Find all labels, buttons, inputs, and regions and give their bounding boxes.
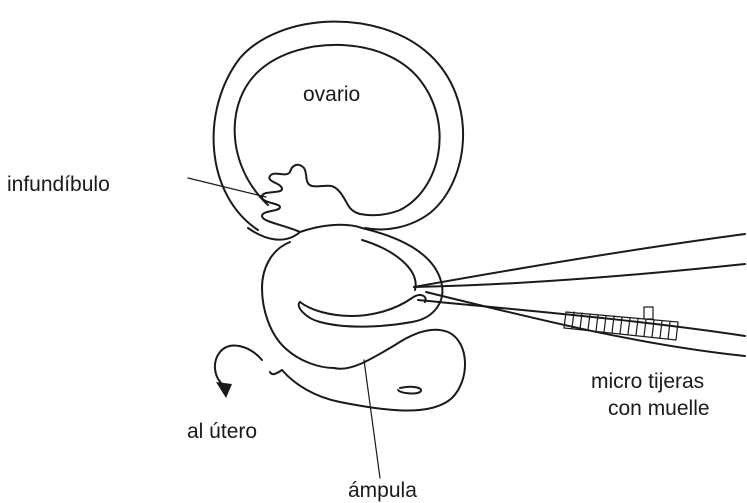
scissors-label-line1: micro tijeras — [591, 370, 704, 393]
ampulla-leader-line — [364, 360, 380, 478]
infundibulum-fimbriae — [262, 165, 360, 232]
scissors-lower-handle-2 — [426, 292, 745, 356]
ampulla-fold — [398, 387, 421, 394]
to-uterus-arrowhead — [216, 382, 232, 398]
to-uterus-arrow-curve — [215, 346, 262, 384]
oviduct-coil-lower — [282, 330, 465, 411]
ampulla-label: ámpula — [348, 479, 417, 502]
scissors-middle-blade — [414, 264, 745, 287]
ovarian-bursa-outline — [214, 22, 463, 230]
scissors-grip-ridges — [564, 307, 678, 340]
oviduct-coil-inner-fold — [362, 240, 416, 290]
infundibulum-label: infundíbulo — [7, 173, 110, 196]
ovary-label: ovario — [303, 83, 360, 106]
to-uterus-label: al útero — [187, 420, 257, 443]
oviduct-coil-middle — [300, 295, 426, 316]
scissors-label-line2: con muelle — [608, 397, 710, 420]
oviduct-exit — [270, 370, 282, 374]
